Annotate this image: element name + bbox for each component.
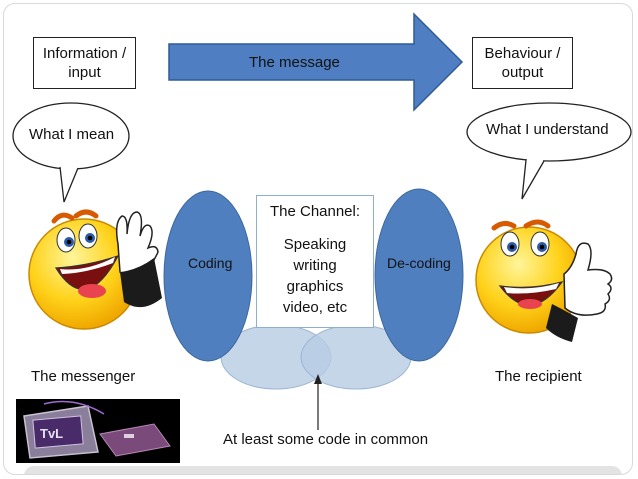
svg-text:TvL: TvL [40, 426, 63, 441]
decoding-ellipse [374, 188, 464, 362]
slide-footer-bar [24, 466, 622, 474]
recipient-caption: The recipient [495, 368, 582, 385]
coding-label: Coding [188, 255, 233, 271]
diagram-graphics: TvL [12, 12, 632, 463]
speech-bubble-right-text: What I understand [486, 121, 609, 138]
speech-bubble-left [12, 102, 130, 203]
thumbs-up-smiley-icon [475, 219, 613, 342]
speech-bubble-left-text: What I mean [29, 126, 115, 143]
slide: TvL Information / input The message Beha… [3, 3, 633, 475]
channel-title: The Channel: [269, 203, 361, 220]
information-input-box: Information / input [33, 37, 136, 89]
messenger-caption: The messenger [31, 368, 136, 385]
channel-box: The Channel: Speaking writing graphics v… [256, 195, 374, 328]
waving-smiley-icon [28, 209, 162, 330]
channel-items: Speaking writing graphics video, etc [282, 236, 348, 316]
common-pointer-arrow [314, 374, 322, 430]
behaviour-output-box: Behaviour / output [472, 37, 573, 89]
common-code-label: At least some code in common [223, 431, 429, 448]
decoding-label: De-coding [387, 255, 451, 271]
speech-bubble-right [466, 102, 632, 200]
message-arrow [168, 12, 464, 112]
message-arrow-label: The message [249, 54, 340, 71]
coding-ellipse [163, 190, 253, 362]
tv-set-thumbnail: TvL [16, 399, 180, 463]
